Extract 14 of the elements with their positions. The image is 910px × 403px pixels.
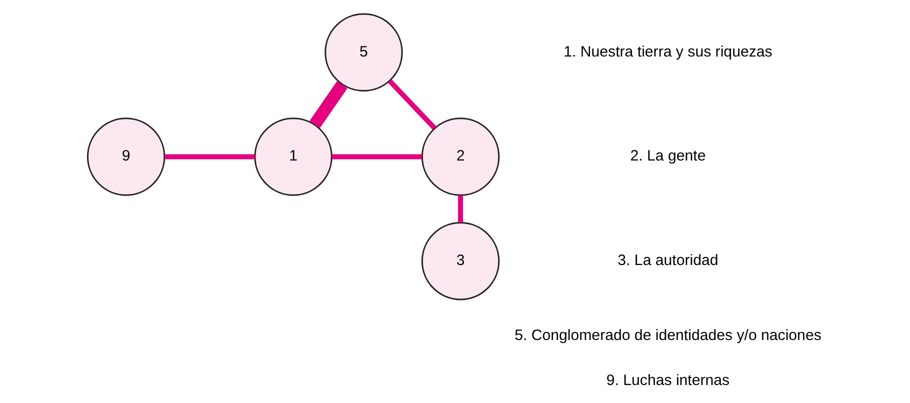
node-circle: 1 (254, 117, 332, 196)
connector (331, 154, 422, 159)
label: 5. Conglomerado de identidades y/o naciones (514, 326, 821, 344)
label: 3. La autoridad (617, 251, 718, 268)
connector (387, 78, 436, 130)
label: 2. La gente (630, 147, 706, 164)
node-circle: 9 (86, 117, 165, 196)
label: 1. Nuestra tierra y sus riquezas (563, 42, 772, 60)
connector (164, 154, 254, 159)
node-circle: 3 (420, 222, 500, 300)
connector (309, 80, 347, 128)
node-circle: 5 (324, 12, 402, 91)
label: 9. Luchas internas (606, 372, 730, 389)
node-circle: 2 (420, 117, 500, 196)
